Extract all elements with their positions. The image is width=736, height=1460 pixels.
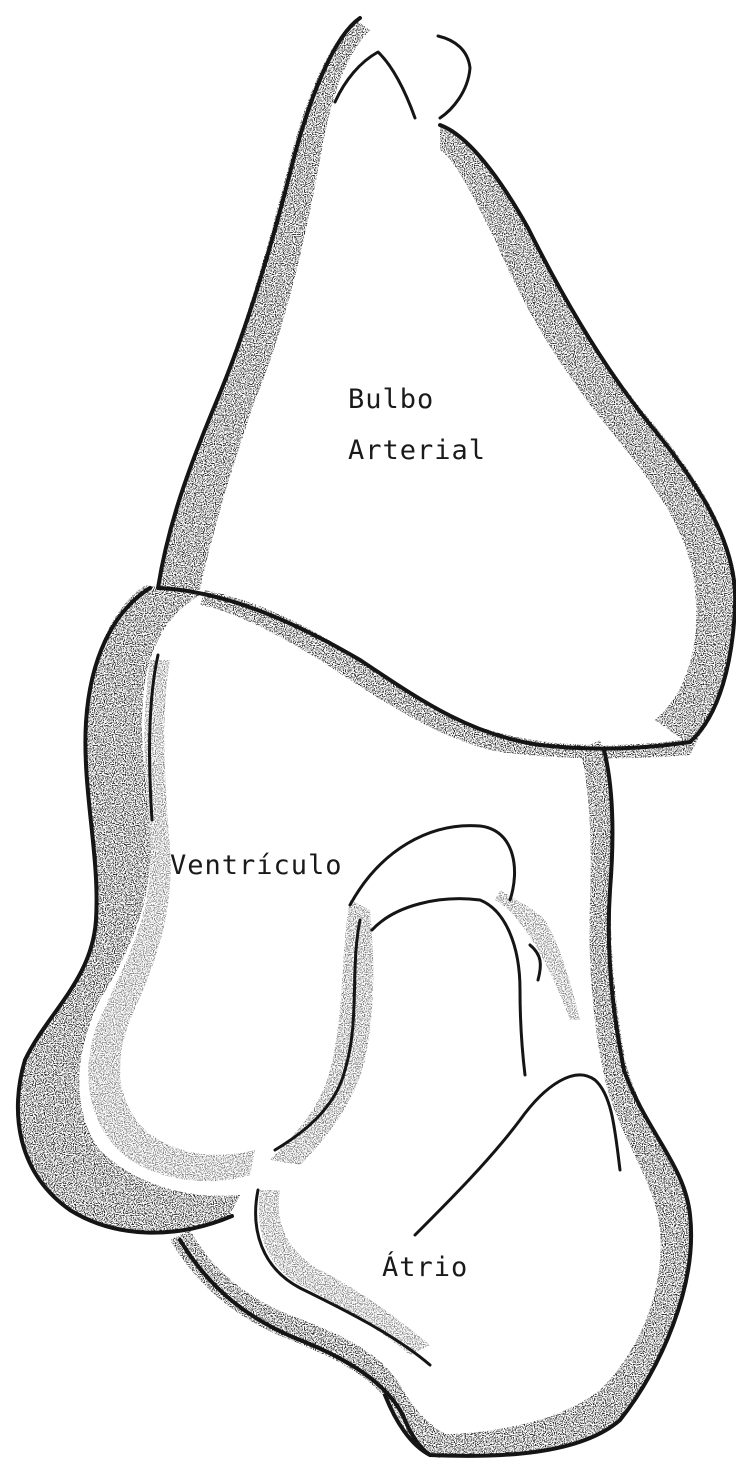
stipple-shading	[18, 20, 735, 1458]
label-bulbo: Bulbo	[348, 384, 434, 415]
av-canal-outer	[350, 826, 515, 905]
label-ventriculo: Ventrículo	[170, 850, 343, 881]
valve-leaflet-right	[438, 36, 470, 118]
label-arterial: Arterial	[348, 435, 486, 466]
label-atrio: Átrio	[382, 1251, 468, 1283]
av-canal-inner	[372, 899, 525, 1075]
atrium-septum	[415, 1075, 620, 1235]
